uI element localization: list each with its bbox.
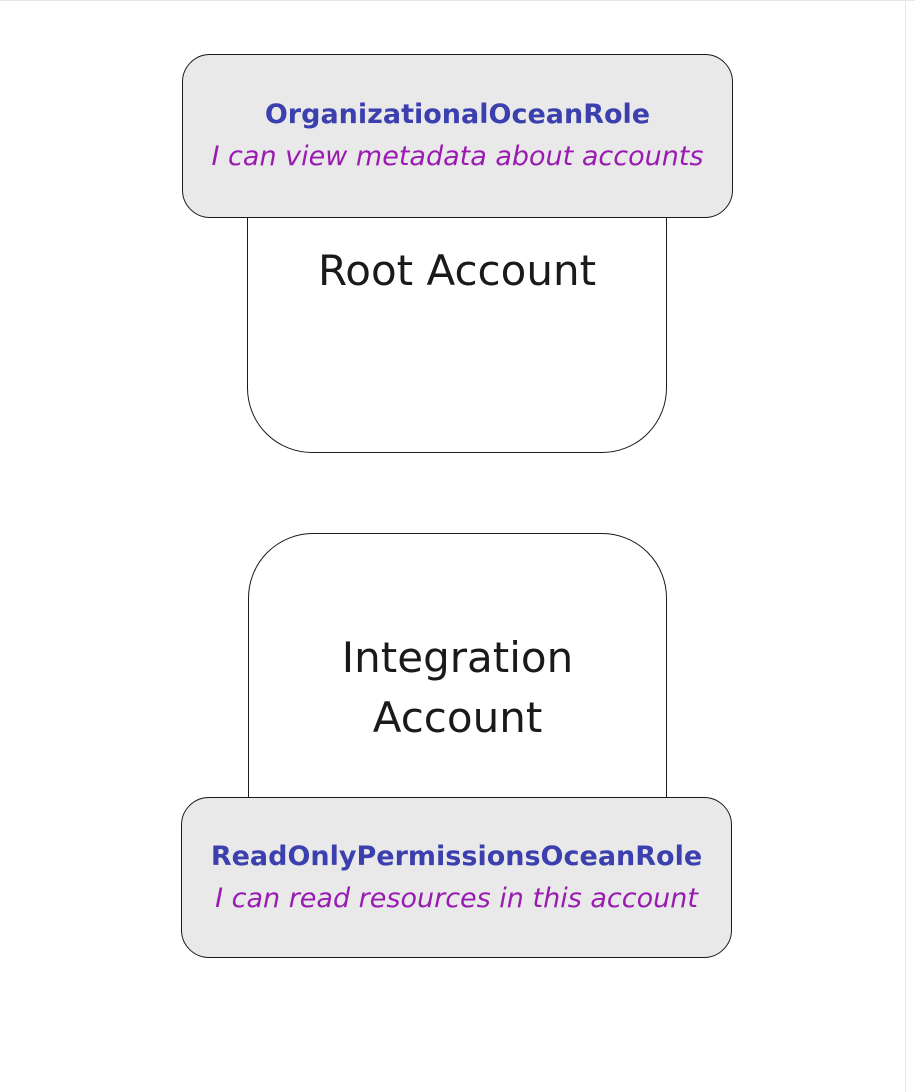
root-account-label: Root Account bbox=[317, 246, 597, 295]
organizational-ocean-role-description: I can view metadata about accounts bbox=[211, 141, 704, 172]
readonly-permissions-ocean-role-name: ReadOnlyPermissionsOceanRole bbox=[210, 840, 703, 872]
readonly-permissions-ocean-role-box: ReadOnlyPermissionsOceanRole I can read … bbox=[181, 797, 732, 958]
organizational-ocean-role-box: OrganizationalOceanRole I can view metad… bbox=[182, 54, 733, 218]
organizational-ocean-role-name: OrganizationalOceanRole bbox=[264, 99, 651, 130]
integration-account-label: Integration Account bbox=[341, 633, 574, 742]
page-right-edge-line bbox=[905, 0, 906, 1092]
page-top-edge-line bbox=[0, 0, 915, 1]
readonly-permissions-ocean-role-description: I can read resources in this account bbox=[215, 882, 698, 914]
